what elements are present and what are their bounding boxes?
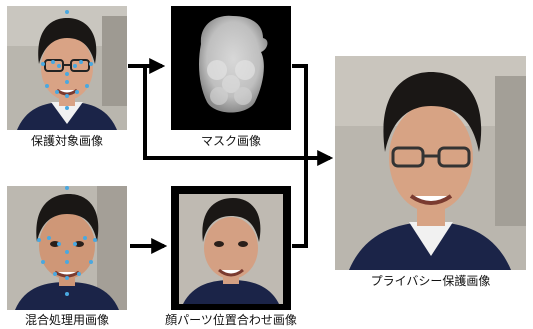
mask-image bbox=[171, 6, 291, 130]
arrow-aligned-to-result bbox=[292, 158, 308, 248]
landmark-points bbox=[41, 10, 93, 110]
arrow-mixing-branch bbox=[143, 66, 306, 160]
protected-image bbox=[7, 6, 127, 130]
arrow-mask-to-result bbox=[292, 64, 334, 166]
result-image bbox=[335, 56, 526, 270]
result-caption: プライバシー保護画像 bbox=[370, 274, 491, 288]
mask-caption: マスク画像 bbox=[200, 134, 261, 148]
landmark-points bbox=[37, 186, 97, 296]
aligned-image bbox=[171, 186, 291, 310]
protected-caption: 保護対象画像 bbox=[30, 134, 103, 148]
aligned-caption: 顔パーツ位置合わせ画像 bbox=[165, 313, 297, 327]
mixing-caption: 混合処理用画像 bbox=[24, 313, 109, 327]
mixing-image bbox=[7, 186, 127, 310]
